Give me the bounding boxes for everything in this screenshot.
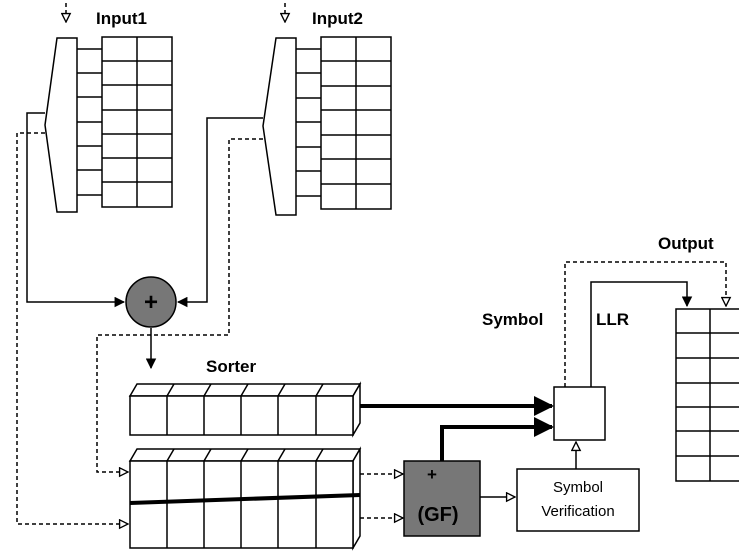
input1-memory <box>101 36 173 208</box>
input1-block: Input1 <box>44 3 173 213</box>
sorter-label: Sorter <box>206 357 256 376</box>
llr-to-output-wire <box>590 281 693 387</box>
buffer-rows <box>128 446 362 551</box>
llr-label: LLR <box>596 310 629 329</box>
verification-line2: Verification <box>541 503 614 520</box>
gf-label: (GF) <box>417 504 458 526</box>
input1-multiplexer <box>44 37 78 213</box>
input2-dashed-wire <box>96 138 263 472</box>
comparator-box <box>553 386 606 441</box>
input1-dashed-wire <box>16 132 128 524</box>
input2-label: Input2 <box>312 9 363 28</box>
input2-to-adder-wire <box>176 117 263 308</box>
sorter-row <box>128 381 362 438</box>
gf-operator: + (GF) <box>403 460 481 537</box>
input2-multiplexer <box>262 37 297 216</box>
adder-node: + <box>125 276 177 328</box>
input2-block: Input2 <box>262 3 392 216</box>
input2-memory <box>320 36 392 210</box>
verification-line1: Symbol <box>553 479 603 496</box>
symbol-to-output-wire <box>564 261 726 387</box>
symbol-label: Symbol <box>482 310 543 329</box>
adder-plus-sign: + <box>144 289 158 316</box>
input1-to-adder-wire <box>26 112 126 308</box>
symbol-verification-block: Symbol Verification <box>516 468 640 532</box>
output-label: Output <box>658 234 714 253</box>
input1-label: Input1 <box>96 9 147 28</box>
gf-to-comparator-wire <box>440 417 554 461</box>
output-memory <box>675 308 739 482</box>
gf-plus-sign: + <box>427 465 437 484</box>
